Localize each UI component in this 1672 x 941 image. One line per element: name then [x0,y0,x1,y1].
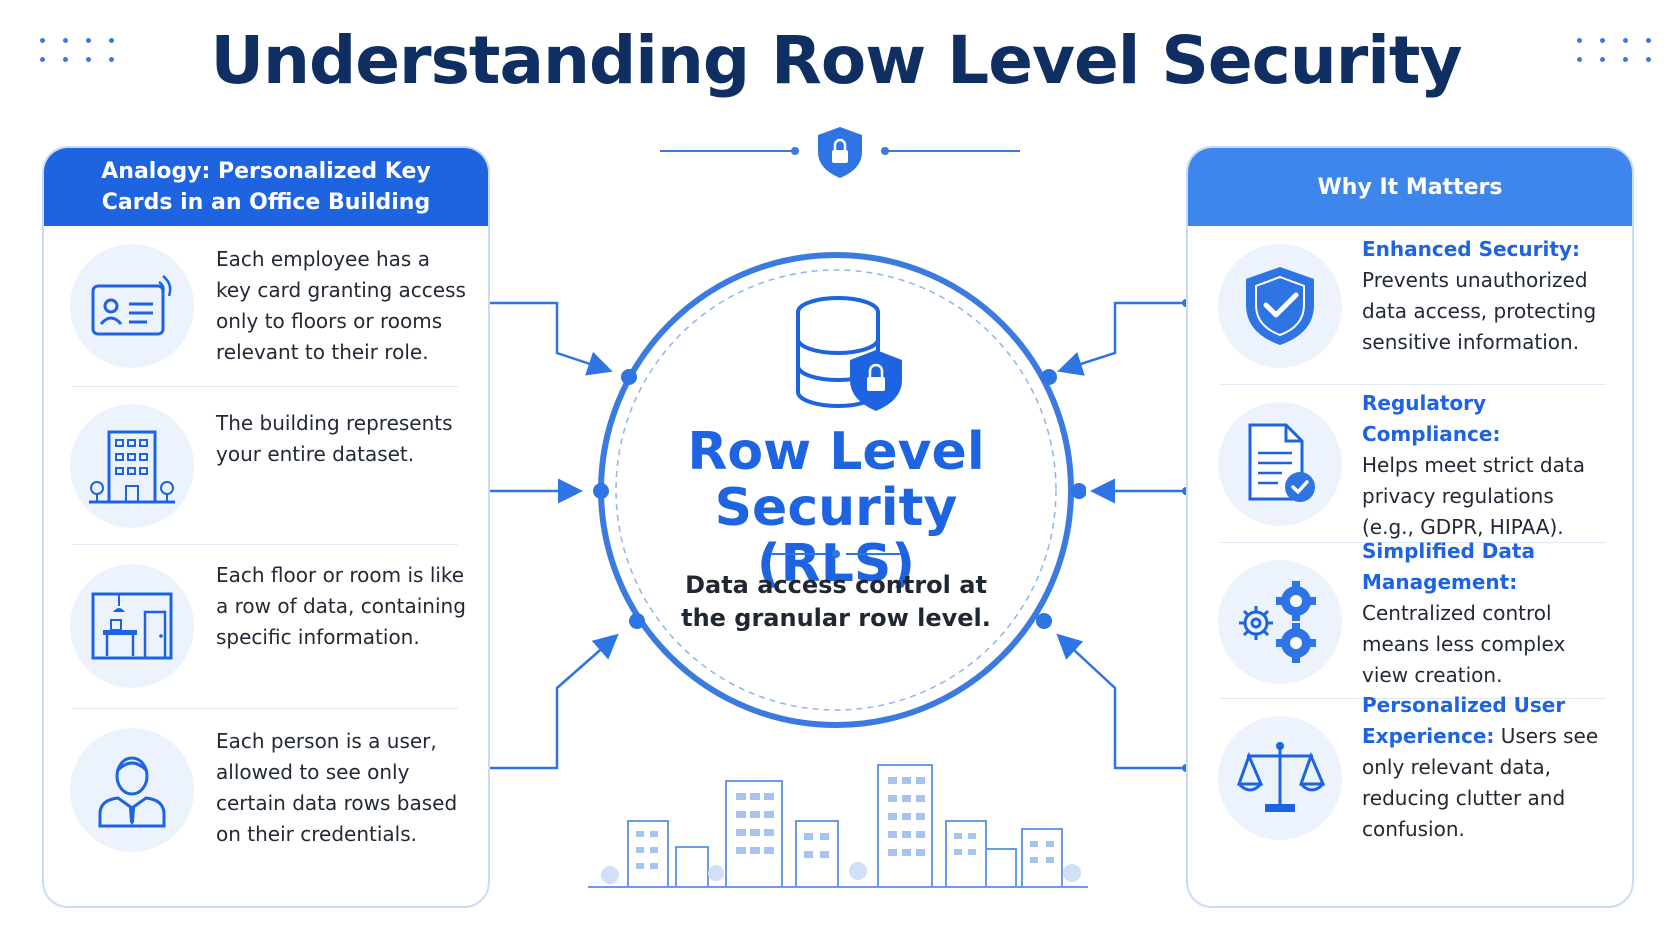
rls-central-circle [593,252,1086,728]
benefit-description: Centralized control means less complex v… [1362,601,1566,687]
divider [72,708,458,709]
analogy-panel: Analogy: Personalized Key Cards in an Of… [42,146,490,908]
benefit-title: Personalized User Experience: [1362,693,1566,748]
title-lock-ornament [660,127,1020,178]
list-item: Enhanced Security: Prevents unauthorized… [1188,226,1632,384]
person-icon [70,728,194,852]
city-skyline-illustration [588,764,1088,888]
list-item: Simplified Data Management: Centralized … [1188,539,1632,698]
list-item: Regulatory Compliance: Helps meet strict… [1188,384,1632,542]
database-lock-icon [796,296,902,411]
benefit-description: Prevents unauthorized data access, prote… [1362,268,1597,354]
why-it-matters-panel: Why It Matters Enhanced Security: Preven… [1186,146,1634,908]
benefit-title: Regulatory Compliance: [1362,391,1501,446]
analogy-text: Each employee has a key card granting ac… [216,247,466,364]
divider [1220,698,1606,699]
document-check-icon [1218,402,1342,526]
benefit-text: Regulatory Compliance: Helps meet strict… [1362,388,1610,543]
benefit-text: Enhanced Security: Prevents unauthorized… [1362,234,1610,358]
why-it-matters-header: Why It Matters [1188,148,1632,226]
list-item: The building represents your entire data… [44,386,488,544]
rls-description: Data access control at the granular row … [681,571,991,632]
id-card-icon [70,244,194,368]
page-title: Understanding Row Level Security [210,22,1462,99]
gears-icon [1218,560,1342,684]
benefit-text: Personalized User Experience: Users see … [1362,690,1610,845]
scales-icon [1218,716,1342,840]
list-item: Each employee has a key card granting ac… [44,226,488,386]
benefit-text: Simplified Data Management: Centralized … [1362,536,1610,691]
benefit-title: Simplified Data Management: [1362,539,1535,594]
list-item: Personalized User Experience: Users see … [1188,693,1632,904]
analogy-panel-header: Analogy: Personalized Key Cards in an Of… [44,148,488,226]
list-item: Each person is a user, allowed to see on… [44,708,488,904]
analogy-text: Each person is a user, allowed to see on… [216,729,458,846]
decorative-dots-right [1577,38,1654,62]
analogy-text: Each floor or room is like a row of data… [216,563,466,649]
analogy-text: The building represents your entire data… [216,411,453,466]
divider [72,544,458,545]
office-building-icon [70,404,194,528]
rls-title: Row Level Security (RLS) [687,422,985,594]
benefit-description: Helps meet strict data privacy regulatio… [1362,453,1585,539]
shield-lock-icon [818,127,862,178]
divider [72,386,458,387]
center-divider [770,550,902,558]
benefit-title: Enhanced Security: [1362,237,1580,261]
room-icon [70,564,194,688]
benefit-description: Users see only relevant data, reducing c… [1362,724,1599,841]
list-item: Each floor or room is like a row of data… [44,544,488,708]
shield-check-icon [1218,244,1342,368]
divider [1220,542,1606,543]
decorative-dots-left [40,38,117,62]
divider [1220,384,1606,385]
